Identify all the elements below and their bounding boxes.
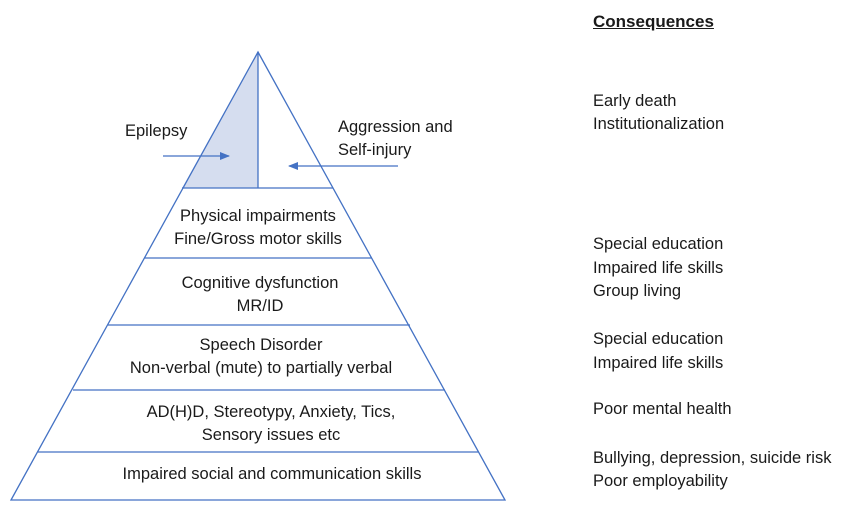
consequence-3-line-2: Impaired life skills — [593, 354, 724, 372]
level-2-line-1: Cognitive dysfunction — [181, 274, 339, 292]
consequence-5-line-2: Poor employability — [593, 472, 728, 490]
level-3-line-2: Non-verbal (mute) to partially verbal — [129, 359, 393, 377]
consequence-2-line-1: Special education — [593, 235, 724, 253]
level-4-line-1: AD(H)D, Stereotypy, Anxiety, Tics, — [146, 403, 396, 421]
consequence-2-line-3: Group living — [593, 282, 682, 300]
level-5-line-1: Impaired social and communication skills — [122, 465, 422, 483]
consequence-2-line-2: Impaired life skills — [593, 259, 724, 277]
level-2-line-2: MR/ID — [236, 297, 284, 315]
level-1-line-1: Physical impairments — [180, 207, 336, 225]
consequence-4-line-1: Poor mental health — [593, 400, 732, 418]
consequence-5-line-1: Bullying, depression, suicide risk — [593, 449, 832, 467]
consequence-3-line-1: Special education — [593, 330, 724, 348]
consequence-1-line-1: Early death — [593, 92, 677, 110]
aggression-label: Aggression and — [338, 118, 453, 136]
pyramid-outline — [9, 50, 507, 501]
epilepsy-label: Epilepsy — [125, 122, 188, 140]
level-4-line-2: Sensory issues etc — [201, 426, 341, 444]
level-1-line-2: Fine/Gross motor skills — [174, 230, 342, 248]
level-3-line-1: Speech Disorder — [199, 336, 323, 354]
consequence-1-line-2: Institutionalization — [593, 115, 725, 133]
consequences-heading: Consequences — [593, 12, 714, 31]
self-injury-label: Self-injury — [338, 141, 412, 159]
